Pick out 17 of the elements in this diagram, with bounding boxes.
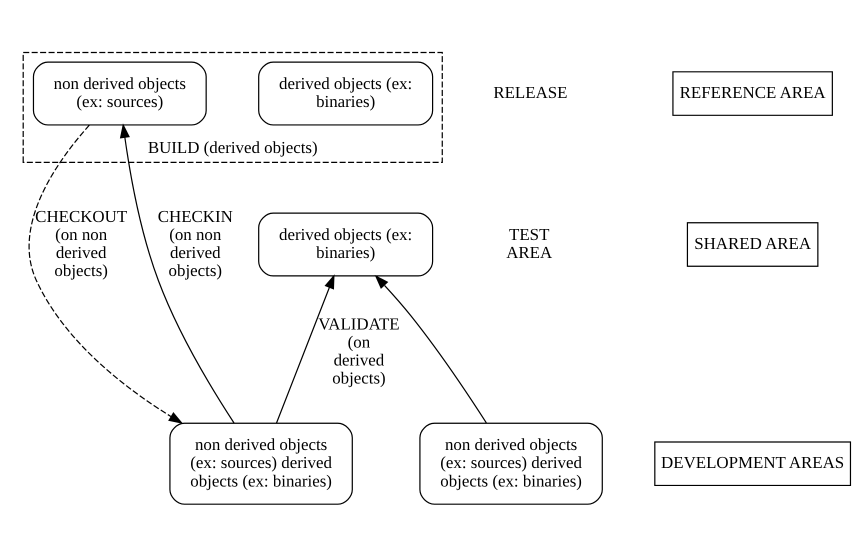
node-box: non derived objects (ex: sources) <box>32 61 207 126</box>
label: TEST AREA <box>506 224 552 262</box>
node-box: derived objects (ex: binaries) <box>258 212 434 276</box>
arrow <box>374 274 487 423</box>
node-box: SHARED AREA <box>686 222 818 266</box>
edge-label: CHECKIN (on non derived objects) <box>158 206 233 280</box>
node-box: derived objects (ex: binaries) <box>258 61 434 126</box>
node-box: REFERENCE AREA <box>672 70 833 116</box>
edge-label: CHECKOUT (on non derived objects) <box>35 206 128 280</box>
arrow <box>28 124 184 424</box>
arrow <box>120 122 235 423</box>
arrow <box>276 274 335 423</box>
label: RELEASE <box>493 82 568 102</box>
node-box: non derived objects (ex: sources) derived objects (ex: binaries) <box>419 422 603 504</box>
node-box: non derived objects (ex: sources) derived objects (ex: binaries) <box>169 422 353 504</box>
node-box: DEVELOPMENT AREAS <box>654 440 852 486</box>
edge-label: VALIDATE (on derived objects) <box>318 314 400 388</box>
